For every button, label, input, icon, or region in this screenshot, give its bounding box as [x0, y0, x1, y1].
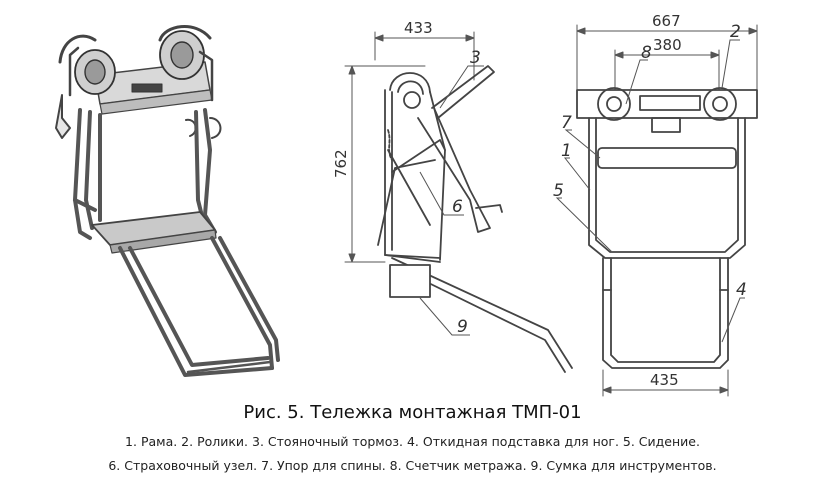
callout-8: 8: [641, 43, 652, 63]
figure-caption-legend-line-2: 6. Страховочный узел. 7. Упор для спины.…: [108, 458, 717, 473]
callout-leaders: [419, 39, 745, 343]
dimension-label-762: 762: [332, 149, 350, 178]
dimension-762: [344, 65, 426, 263]
iso-rollers: [58, 24, 214, 102]
side-frame: [377, 65, 573, 373]
dimension-433: [374, 31, 475, 81]
dimension-label-380: 380: [653, 36, 682, 54]
front-frame: [576, 87, 758, 369]
callout-4: 4: [736, 280, 747, 300]
dimension-label-435: 435: [650, 371, 679, 389]
callout-2: 2: [730, 22, 741, 42]
isometric-view: [55, 24, 280, 377]
front-view: 667 380: [576, 12, 758, 397]
callout-9: 9: [457, 317, 468, 337]
figure-caption-title: Рис. 5. Тележка монтажная ТМП-01: [243, 402, 582, 423]
callout-3: 3: [470, 48, 481, 68]
figure-caption-legend-line-1: 1. Рама. 2. Ролики. 3. Стояночный тормоз…: [125, 434, 700, 449]
side-view: 433 762: [332, 19, 573, 373]
iso-carabiners: [55, 94, 222, 139]
callout-1: 1: [561, 141, 572, 161]
dimension-label-667: 667: [652, 12, 681, 30]
dimension-label-433: 433: [404, 19, 433, 37]
callout-7: 7: [561, 113, 572, 133]
dimension-667: [576, 24, 758, 101]
dimension-435: [602, 369, 729, 397]
iso-seat: [91, 211, 217, 254]
callout-6: 6: [452, 197, 463, 217]
iso-footrest: [118, 236, 280, 377]
callout-5: 5: [553, 181, 564, 201]
